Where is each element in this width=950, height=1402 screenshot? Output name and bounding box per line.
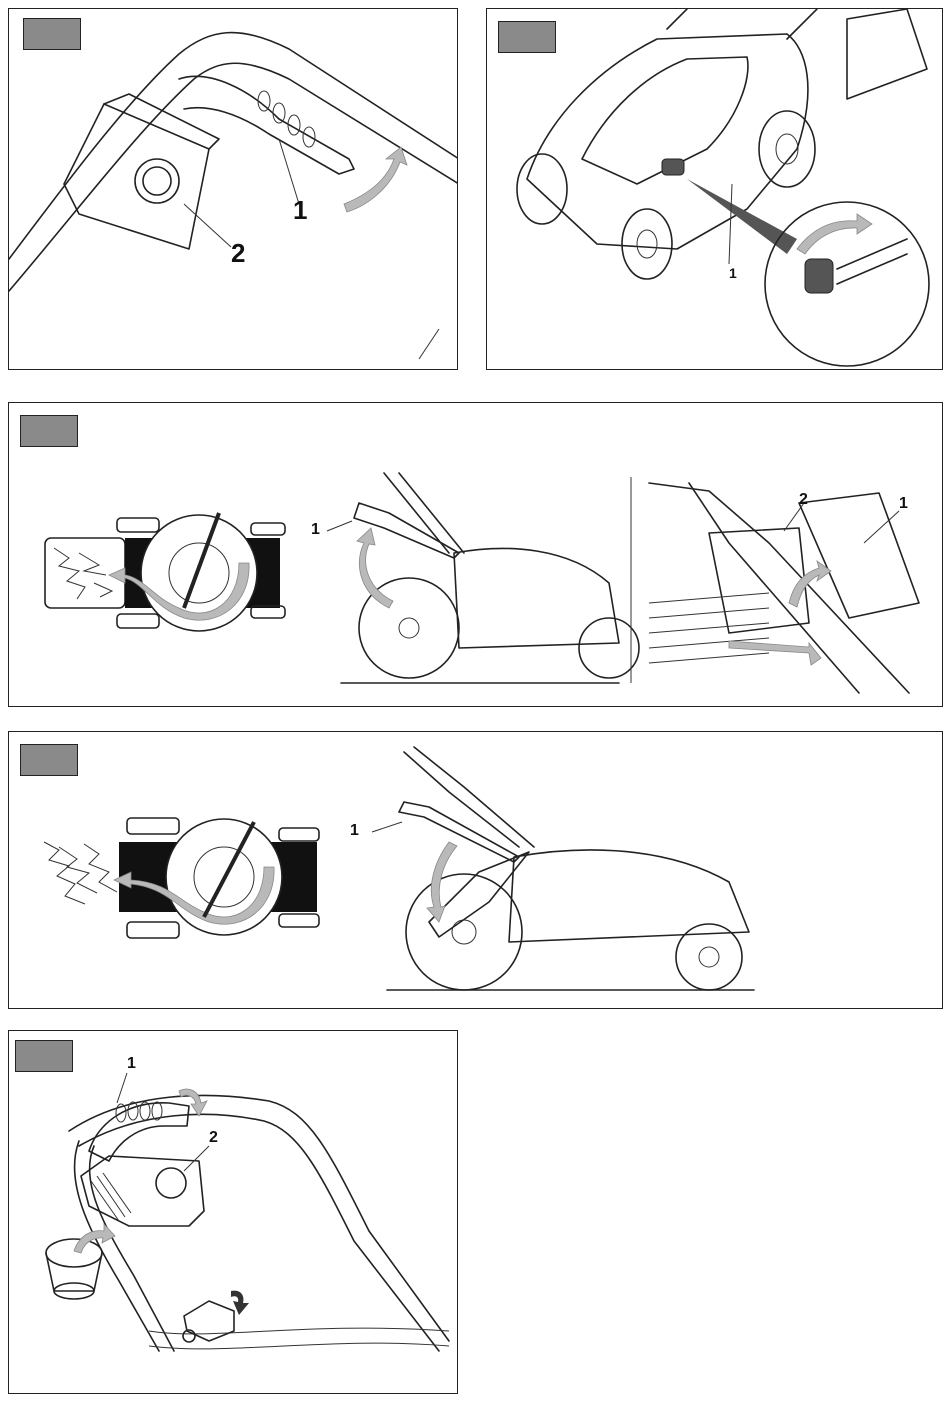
figure-3-callout-1-perspective: 1 [899, 495, 908, 513]
figure-1-handle-illustration [9, 9, 458, 370]
figure-5-handle-assembly-illustration [9, 1031, 458, 1394]
figure-2-callout-1: 1 [729, 265, 737, 281]
figure-1-panel: 1 2 [8, 8, 458, 370]
figure-1-callout-2: 2 [231, 238, 245, 269]
figure-5-callout-2: 2 [209, 1129, 218, 1147]
figure-1-callout-1: 1 [293, 195, 307, 226]
figure-4-mulching-illustration [9, 732, 943, 1009]
figure-3-callout-2-perspective: 2 [799, 491, 808, 509]
figure-3-callout-1-side: 1 [311, 521, 320, 539]
figure-2-panel: 1 [486, 8, 943, 370]
figure-4-callout-1: 1 [350, 822, 359, 840]
figure-3-rear-collection-illustration [9, 403, 943, 707]
figure-5-callout-1: 1 [127, 1055, 136, 1073]
figure-4-panel: 1 [8, 731, 943, 1009]
figure-3-panel: 1 1 2 [8, 402, 943, 707]
figure-5-panel: 1 2 [8, 1030, 458, 1394]
figure-2-mower-height-adjust-illustration [487, 9, 943, 370]
